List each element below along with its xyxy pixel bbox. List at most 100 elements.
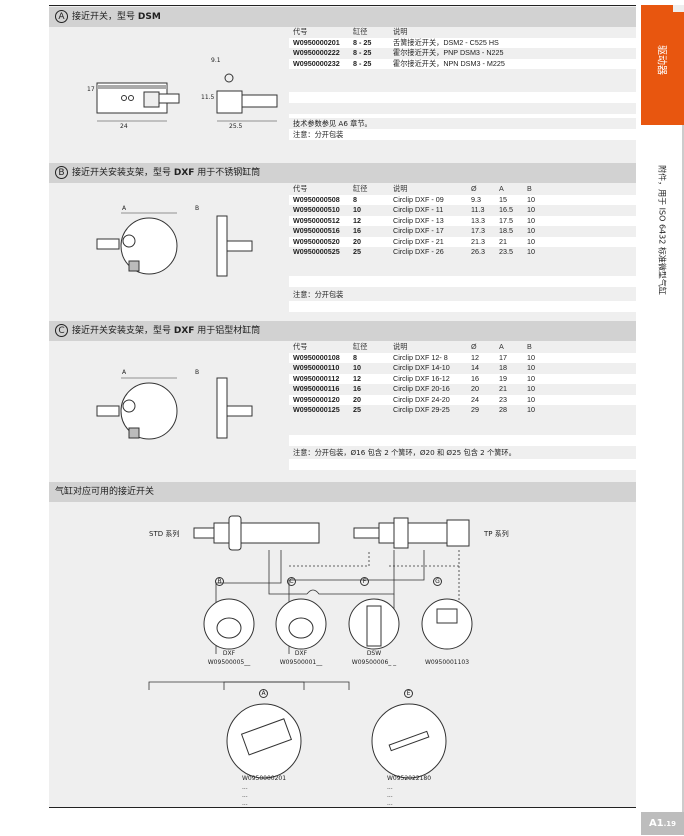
table-cell: Circlip DXF - 13 (393, 215, 444, 225)
table-cell: 霍尔接近开关，PNP DSM3 - N225 (393, 48, 504, 57)
table-cell: 8 - 25 (353, 37, 372, 47)
column-header: 代号 (293, 342, 308, 351)
table-cell: 18.5 (499, 226, 513, 235)
dxf-steel-drawing (96, 212, 253, 277)
column-header: B (527, 184, 532, 193)
dim-25-5: 25.5 (229, 123, 243, 130)
table-cell: W0950000512 (293, 215, 340, 225)
table-header: 代号缸径说明 (289, 27, 636, 38)
table-cell: 10 (527, 236, 535, 246)
table-cell: W0950000116 (293, 384, 340, 393)
table-cell: 10 (527, 205, 535, 214)
page-sub: .19 (663, 820, 677, 828)
column-header: Ø (471, 184, 477, 193)
tp-series-label: TP 系列 (484, 530, 509, 538)
dim-b: B (195, 205, 200, 212)
table-cell: 24 (471, 394, 479, 404)
table-cell: W0950000108 (293, 352, 340, 362)
table-cell: Circlip DXF 20-16 (393, 384, 450, 393)
section-title: 接近开关安装支架，型号 (72, 168, 174, 178)
table-cell: 12 (353, 373, 361, 383)
table-cell: 23 (499, 394, 507, 404)
column-header: 说明 (393, 342, 408, 351)
table-cell: 10 (353, 205, 361, 214)
category-tab[interactable]: 驱动器 (641, 5, 684, 125)
table-cell: 10 (527, 363, 535, 372)
dim-9-1: 9.1 (211, 57, 221, 64)
switch-letter: E (404, 689, 413, 698)
switch-more: ... (242, 792, 248, 799)
table-cell: 10 (527, 384, 535, 393)
table-cell: 16.5 (499, 205, 513, 214)
table-cell: 13.3 (471, 215, 485, 225)
column-header: 缸径 (353, 27, 368, 36)
table-cell: 9.3 (471, 194, 481, 204)
table-cell: 10 (527, 194, 535, 204)
table-cell: 25 (353, 405, 361, 414)
table-cell: 8 (353, 352, 357, 362)
packing-note: 注意：分开包装 (289, 129, 636, 140)
packing-note: 注意：分开包装，Ø16 包含 2 个簧环，Ø20 和 Ø25 包含 2 个簧环。 (289, 447, 636, 458)
switch-code: W0952022180 (386, 775, 432, 782)
item-letter: G (433, 577, 442, 586)
table-cell: W0950000112 (293, 373, 340, 383)
section-title-model: DSM (137, 12, 161, 22)
dim-a: A (122, 205, 127, 212)
table-cell: 12 (353, 215, 361, 225)
table-cell: 霍尔接近开关，NPN DSM3 - M225 (393, 58, 505, 68)
table-cell: 8 - 25 (353, 48, 372, 57)
dim-b: B (195, 369, 200, 376)
page-chapter: A1 (648, 818, 664, 829)
table-cell: Circlip DXF - 17 (393, 226, 444, 235)
dim-a: A (122, 369, 127, 376)
table-cell: 16 (353, 384, 361, 393)
table-cell: Circlip DXF 16-12 (393, 373, 450, 383)
section-title: 气缸对应可用的接近开关 (55, 487, 155, 497)
section-letter: A (55, 10, 68, 23)
table-cell: 10 (527, 215, 535, 225)
table-cell: 10 (527, 247, 535, 256)
table-cell: Circlip DXF - 11 (393, 205, 444, 214)
table-cell: 20 (353, 236, 361, 246)
table-cell: 10 (527, 373, 535, 383)
table-cell: Circlip DXF - 09 (393, 194, 444, 204)
table-cell: Circlip DXF 24-20 (393, 394, 450, 404)
chapter-subtitle: 附件，用于 ISO 6432 标准微型气缸 (657, 165, 667, 295)
table-cell: W0950000222 (293, 48, 340, 57)
switch-more: ... (242, 800, 248, 807)
table-cell: 12 (471, 352, 479, 362)
dim-11-5: 11.5 (201, 94, 215, 101)
table-cell: Circlip DXF 12- 8 (393, 352, 448, 362)
table-cell: 18 (499, 363, 507, 372)
compatibility-diagram (148, 515, 473, 779)
column-header: 代号 (293, 184, 308, 193)
dim-24: 24 (120, 123, 128, 130)
switch-more: ... (387, 800, 393, 807)
tech-note: 技术参数参见 A6 章节。 (289, 118, 636, 129)
page-number: A1.19 (641, 812, 684, 835)
section-title-tail: 用于铝型材缸筒 (194, 326, 261, 336)
section-title-tail: 用于不锈钢缸筒 (194, 168, 261, 178)
table-cell: 14 (471, 363, 479, 372)
table-cell: 10 (527, 394, 535, 404)
column-header: 缸径 (353, 342, 368, 351)
column-header: 缸径 (353, 184, 368, 193)
item-type: DXF (222, 650, 236, 657)
